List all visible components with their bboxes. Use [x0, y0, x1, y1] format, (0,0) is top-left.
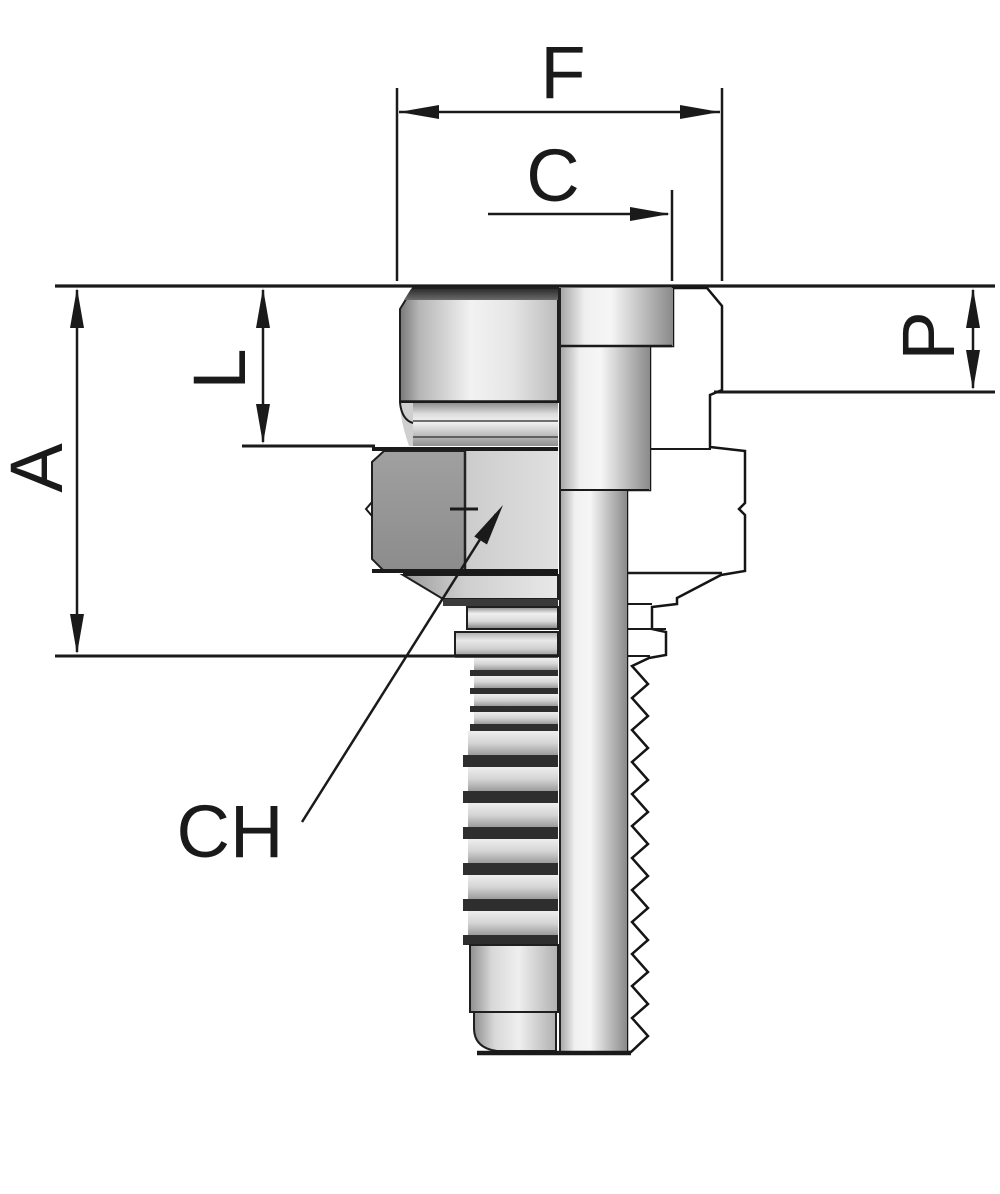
section-hatch-wall: [625, 286, 747, 1054]
barb-groove: [463, 791, 558, 803]
neck-fillet-edge: [399, 402, 414, 424]
fine-ring: [474, 694, 558, 706]
barb-groove: [463, 899, 558, 911]
f-arrow-left: [399, 105, 439, 119]
bore-cylinder-upper: [560, 346, 650, 490]
l-arrow-top: [256, 288, 270, 328]
p-label: P: [887, 311, 970, 360]
p-arrow-top: [966, 288, 980, 328]
taper-collar: [399, 574, 559, 600]
barb-band: [468, 839, 558, 863]
thread-stud: [399, 287, 559, 403]
external-half: [364, 287, 631, 1056]
barb-groove: [463, 827, 558, 839]
l-arrow-bottom: [256, 404, 270, 444]
fine-groove: [470, 670, 558, 676]
dimension-P: P: [887, 288, 980, 390]
datum-lines: [55, 284, 995, 658]
f-label: F: [540, 31, 585, 114]
barb-groove: [463, 935, 558, 945]
l-label: L: [178, 348, 261, 389]
callout-CH: CH: [177, 505, 503, 873]
barb-groove: [463, 755, 558, 767]
bore-cylinder-lower: [560, 490, 627, 1052]
ch-leader-line: [300, 513, 498, 823]
hex-corner-notch: [364, 501, 373, 517]
flange-collar: [454, 631, 559, 657]
barb-band: [468, 803, 558, 827]
taper-groove: [443, 599, 558, 606]
a-arrow-top: [70, 288, 84, 328]
section-half: [560, 286, 747, 1054]
barb-band: [468, 767, 558, 791]
dimension-L: L: [178, 288, 270, 444]
thread-stud-top-band: [404, 289, 558, 300]
neck-rings: [413, 403, 558, 446]
fine-groove: [470, 706, 558, 712]
barb-band: [468, 911, 558, 935]
a-arrow-bottom: [70, 614, 84, 654]
fine-ring: [474, 676, 558, 688]
a-label: A: [0, 443, 78, 493]
barb-band: [468, 731, 558, 755]
hex-light-facet: [465, 451, 558, 570]
dimension-A: A: [0, 288, 84, 654]
dimension-F: F: [395, 31, 724, 281]
fine-ring: [474, 712, 558, 724]
hose-tail-fine-rings: [470, 658, 558, 731]
ch-label: CH: [177, 790, 284, 873]
barb-band: [468, 875, 558, 899]
tail-smooth-band: [469, 944, 559, 1013]
bore-counterbore: [560, 288, 673, 346]
fine-groove: [470, 688, 558, 694]
hose-tail-barbs: [463, 731, 558, 945]
bead-ring: [466, 606, 559, 630]
f-arrow-right: [680, 105, 720, 119]
c-label: C: [526, 134, 579, 217]
tail-end-band: [473, 1011, 557, 1052]
barb-groove: [463, 863, 558, 875]
ch-arrowhead: [474, 505, 503, 545]
p-arrow-bottom: [966, 350, 980, 390]
c-arrow-right: [630, 207, 670, 221]
dimension-C: C: [488, 134, 674, 281]
fine-ring: [474, 658, 558, 670]
fine-groove: [470, 724, 558, 731]
